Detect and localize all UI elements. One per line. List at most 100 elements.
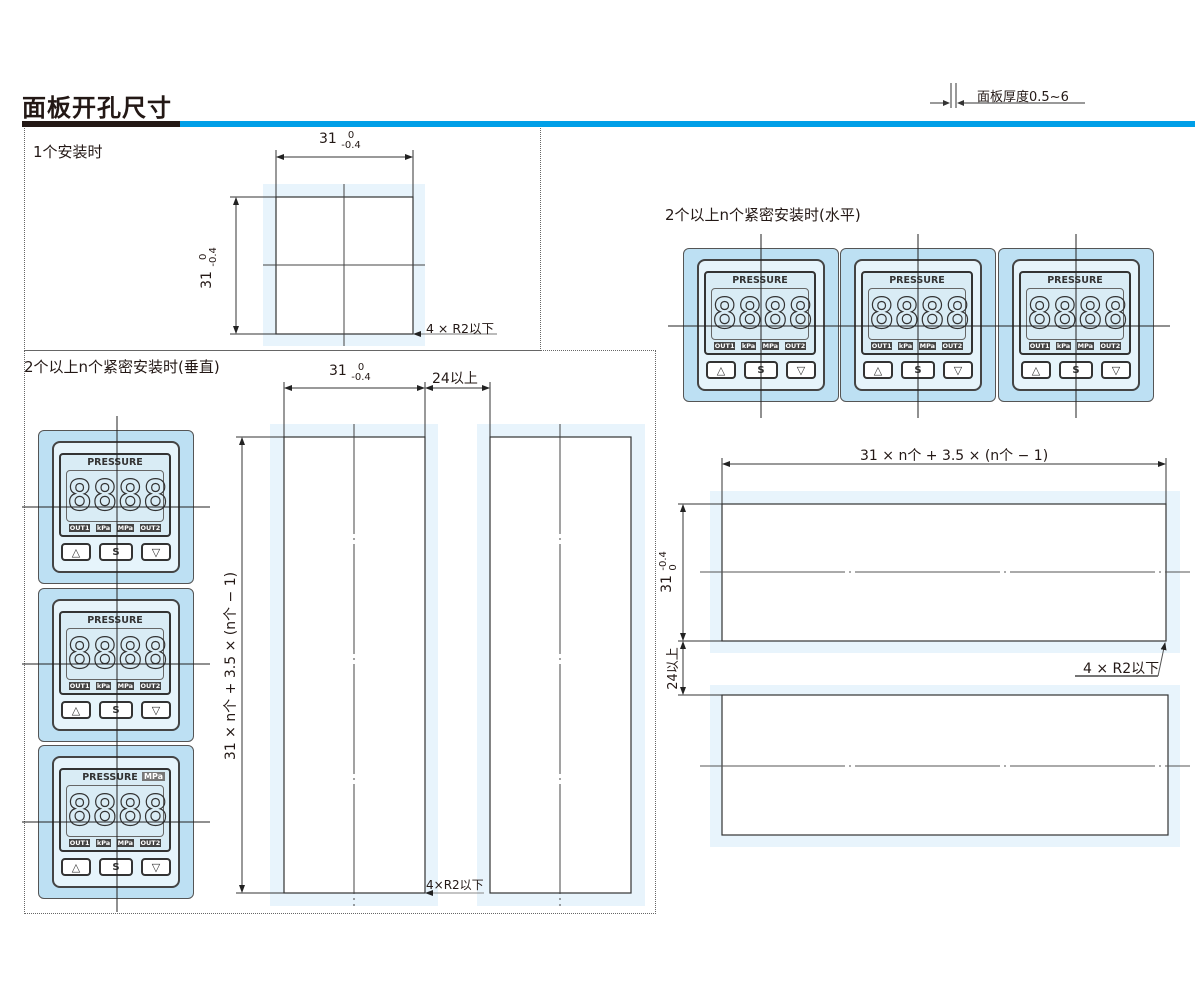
lcd-display: PRESSURE 8 8 8 8 OUT1 kPa MPa OUT2 xyxy=(861,271,973,355)
lcd-display: PRESSURE 8 8 8 8 OUT1 kPa MPa OUT2 xyxy=(704,271,816,355)
vertical-gap-dim: 24以上 xyxy=(432,371,478,387)
down-arrow-icon: ▽ xyxy=(141,701,171,719)
page-title: 面板开孔尺寸 xyxy=(22,94,172,122)
set-button-icon: S xyxy=(744,361,778,379)
out2-tag: OUT2 xyxy=(139,839,162,847)
down-arrow-icon: ▽ xyxy=(141,858,171,876)
horizontal-radius-note: 4 × R2以下 xyxy=(1083,661,1160,677)
title-underline-blue xyxy=(180,121,1195,127)
seven-segment-digit: 8 xyxy=(117,471,144,520)
seven-segment-digit: 8 xyxy=(762,289,789,338)
horizontal-cutouts xyxy=(678,458,1190,847)
out2-tag: OUT2 xyxy=(139,682,162,690)
seven-segment-digit: 8 xyxy=(142,471,169,520)
seven-segment-digit: 8 xyxy=(1102,289,1129,338)
kpa-tag: kPa xyxy=(95,839,112,847)
pressure-switch-device: PRESSURE MPa 8 8 8 8 OUT1 kPa MPa OUT2 △… xyxy=(38,745,194,899)
set-button-icon: S xyxy=(99,543,133,561)
mpa-tag: MPa xyxy=(761,342,780,350)
seven-segment-digit: 8 xyxy=(66,786,93,835)
kpa-tag: kPa xyxy=(1055,342,1072,350)
kpa-tag: kPa xyxy=(95,524,112,532)
up-arrow-icon: △ xyxy=(61,701,91,719)
out1-tag: OUT1 xyxy=(870,342,893,350)
out1-tag: OUT1 xyxy=(68,839,91,847)
out1-tag: OUT1 xyxy=(1028,342,1051,350)
seven-segment-digit: 8 xyxy=(142,786,169,835)
seven-segment-digit: 8 xyxy=(919,289,946,338)
lcd-display: PRESSURE MPa 8 8 8 8 OUT1 kPa MPa OUT2 xyxy=(59,768,171,852)
vertical-height-formula: 31 × n个 + 3.5 × (n个 − 1) xyxy=(223,571,239,761)
lcd-display: PRESSURE 8 8 8 8 OUT1 kPa MPa OUT2 xyxy=(59,453,171,537)
down-arrow-icon: ▽ xyxy=(1101,361,1131,379)
mpa-tag: MPa xyxy=(116,839,135,847)
pressure-switch-device: PRESSURE 8 8 8 8 OUT1 kPa MPa OUT2 △ S ▽ xyxy=(38,588,194,742)
single-radius-note: 4 × R2以下 xyxy=(426,321,495,336)
up-arrow-icon: △ xyxy=(61,858,91,876)
pressure-switch-device: PRESSURE 8 8 8 8 OUT1 kPa MPa OUT2 △ S ▽ xyxy=(840,248,996,402)
single-install-label: 1个安装时 xyxy=(33,143,103,161)
seven-segment-digit: 8 xyxy=(868,289,895,338)
seven-segment-digit: 8 xyxy=(787,289,814,338)
vertical-width-dim: 31 0-0.4 xyxy=(329,362,371,383)
lcd-display: PRESSURE 8 8 8 8 OUT1 kPa MPa OUT2 xyxy=(59,611,171,695)
seven-segment-digit: 8 xyxy=(117,786,144,835)
up-arrow-icon: △ xyxy=(706,361,736,379)
vertical-install-frame xyxy=(24,350,656,914)
seven-segment-digit: 8 xyxy=(142,629,169,678)
title-underline-dark xyxy=(22,121,180,127)
single-height-dim: 31 0-0.4 xyxy=(197,247,219,289)
seven-segment-digit: 8 xyxy=(944,289,971,338)
seven-segment-digit: 8 xyxy=(711,289,738,338)
seven-segment-digit: 8 xyxy=(117,629,144,678)
panel-thickness-label: 面板厚度0.5~6 xyxy=(977,90,1069,105)
out1-tag: OUT1 xyxy=(68,682,91,690)
seven-segment-digit: 8 xyxy=(1052,289,1079,338)
pressure-switch-device: PRESSURE 8 8 8 8 OUT1 kPa MPa OUT2 △ S ▽ xyxy=(38,430,194,584)
set-button-icon: S xyxy=(99,701,133,719)
down-arrow-icon: ▽ xyxy=(943,361,973,379)
seven-segment-digit: 8 xyxy=(92,786,119,835)
lcd-display: PRESSURE 8 8 8 8 OUT1 kPa MPa OUT2 xyxy=(1019,271,1131,355)
vertical-install-label: 2个以上n个紧密安装时(垂直) xyxy=(24,358,220,376)
seven-segment-digit: 8 xyxy=(737,289,764,338)
pressure-switch-device: PRESSURE 8 8 8 8 OUT1 kPa MPa OUT2 △ S ▽ xyxy=(683,248,839,402)
out2-tag: OUT2 xyxy=(1099,342,1122,350)
seven-segment-digit: 8 xyxy=(92,629,119,678)
mpa-tag: MPa xyxy=(1076,342,1095,350)
seven-segment-digit: 8 xyxy=(1077,289,1104,338)
seven-segment-digit: 8 xyxy=(894,289,921,338)
down-arrow-icon: ▽ xyxy=(141,543,171,561)
seven-segment-digit: 8 xyxy=(66,471,93,520)
vertical-radius-note: 4×R2以下 xyxy=(426,878,484,892)
set-button-icon: S xyxy=(1059,361,1093,379)
horizontal-install-label: 2个以上n个紧密安装时(水平) xyxy=(665,206,861,224)
mpa-tag: MPa xyxy=(116,524,135,532)
out2-tag: OUT2 xyxy=(941,342,964,350)
horizontal-gap-dim: 24以上 xyxy=(665,647,681,690)
kpa-tag: kPa xyxy=(740,342,757,350)
up-arrow-icon: △ xyxy=(61,543,91,561)
out2-tag: OUT2 xyxy=(784,342,807,350)
pressure-switch-device: PRESSURE 8 8 8 8 OUT1 kPa MPa OUT2 △ S ▽ xyxy=(998,248,1154,402)
down-arrow-icon: ▽ xyxy=(786,361,816,379)
set-button-icon: S xyxy=(99,858,133,876)
out2-tag: OUT2 xyxy=(139,524,162,532)
kpa-tag: kPa xyxy=(897,342,914,350)
out1-tag: OUT1 xyxy=(68,524,91,532)
seven-segment-digit: 8 xyxy=(92,471,119,520)
seven-segment-digit: 8 xyxy=(66,629,93,678)
up-arrow-icon: △ xyxy=(863,361,893,379)
vertical-cutouts xyxy=(236,382,645,906)
single-cutout xyxy=(230,150,497,346)
seven-segment-digit: 8 xyxy=(1026,289,1053,338)
single-width-dim: 31 0-0.4 xyxy=(319,130,361,151)
out1-tag: OUT1 xyxy=(713,342,736,350)
horizontal-width-formula: 31 × n个 + 3.5 × (n个 − 1) xyxy=(860,448,1049,464)
mpa-tag: MPa xyxy=(918,342,937,350)
set-button-icon: S xyxy=(901,361,935,379)
mpa-tag: MPa xyxy=(116,682,135,690)
mpa-unit-badge: MPa xyxy=(141,772,165,781)
